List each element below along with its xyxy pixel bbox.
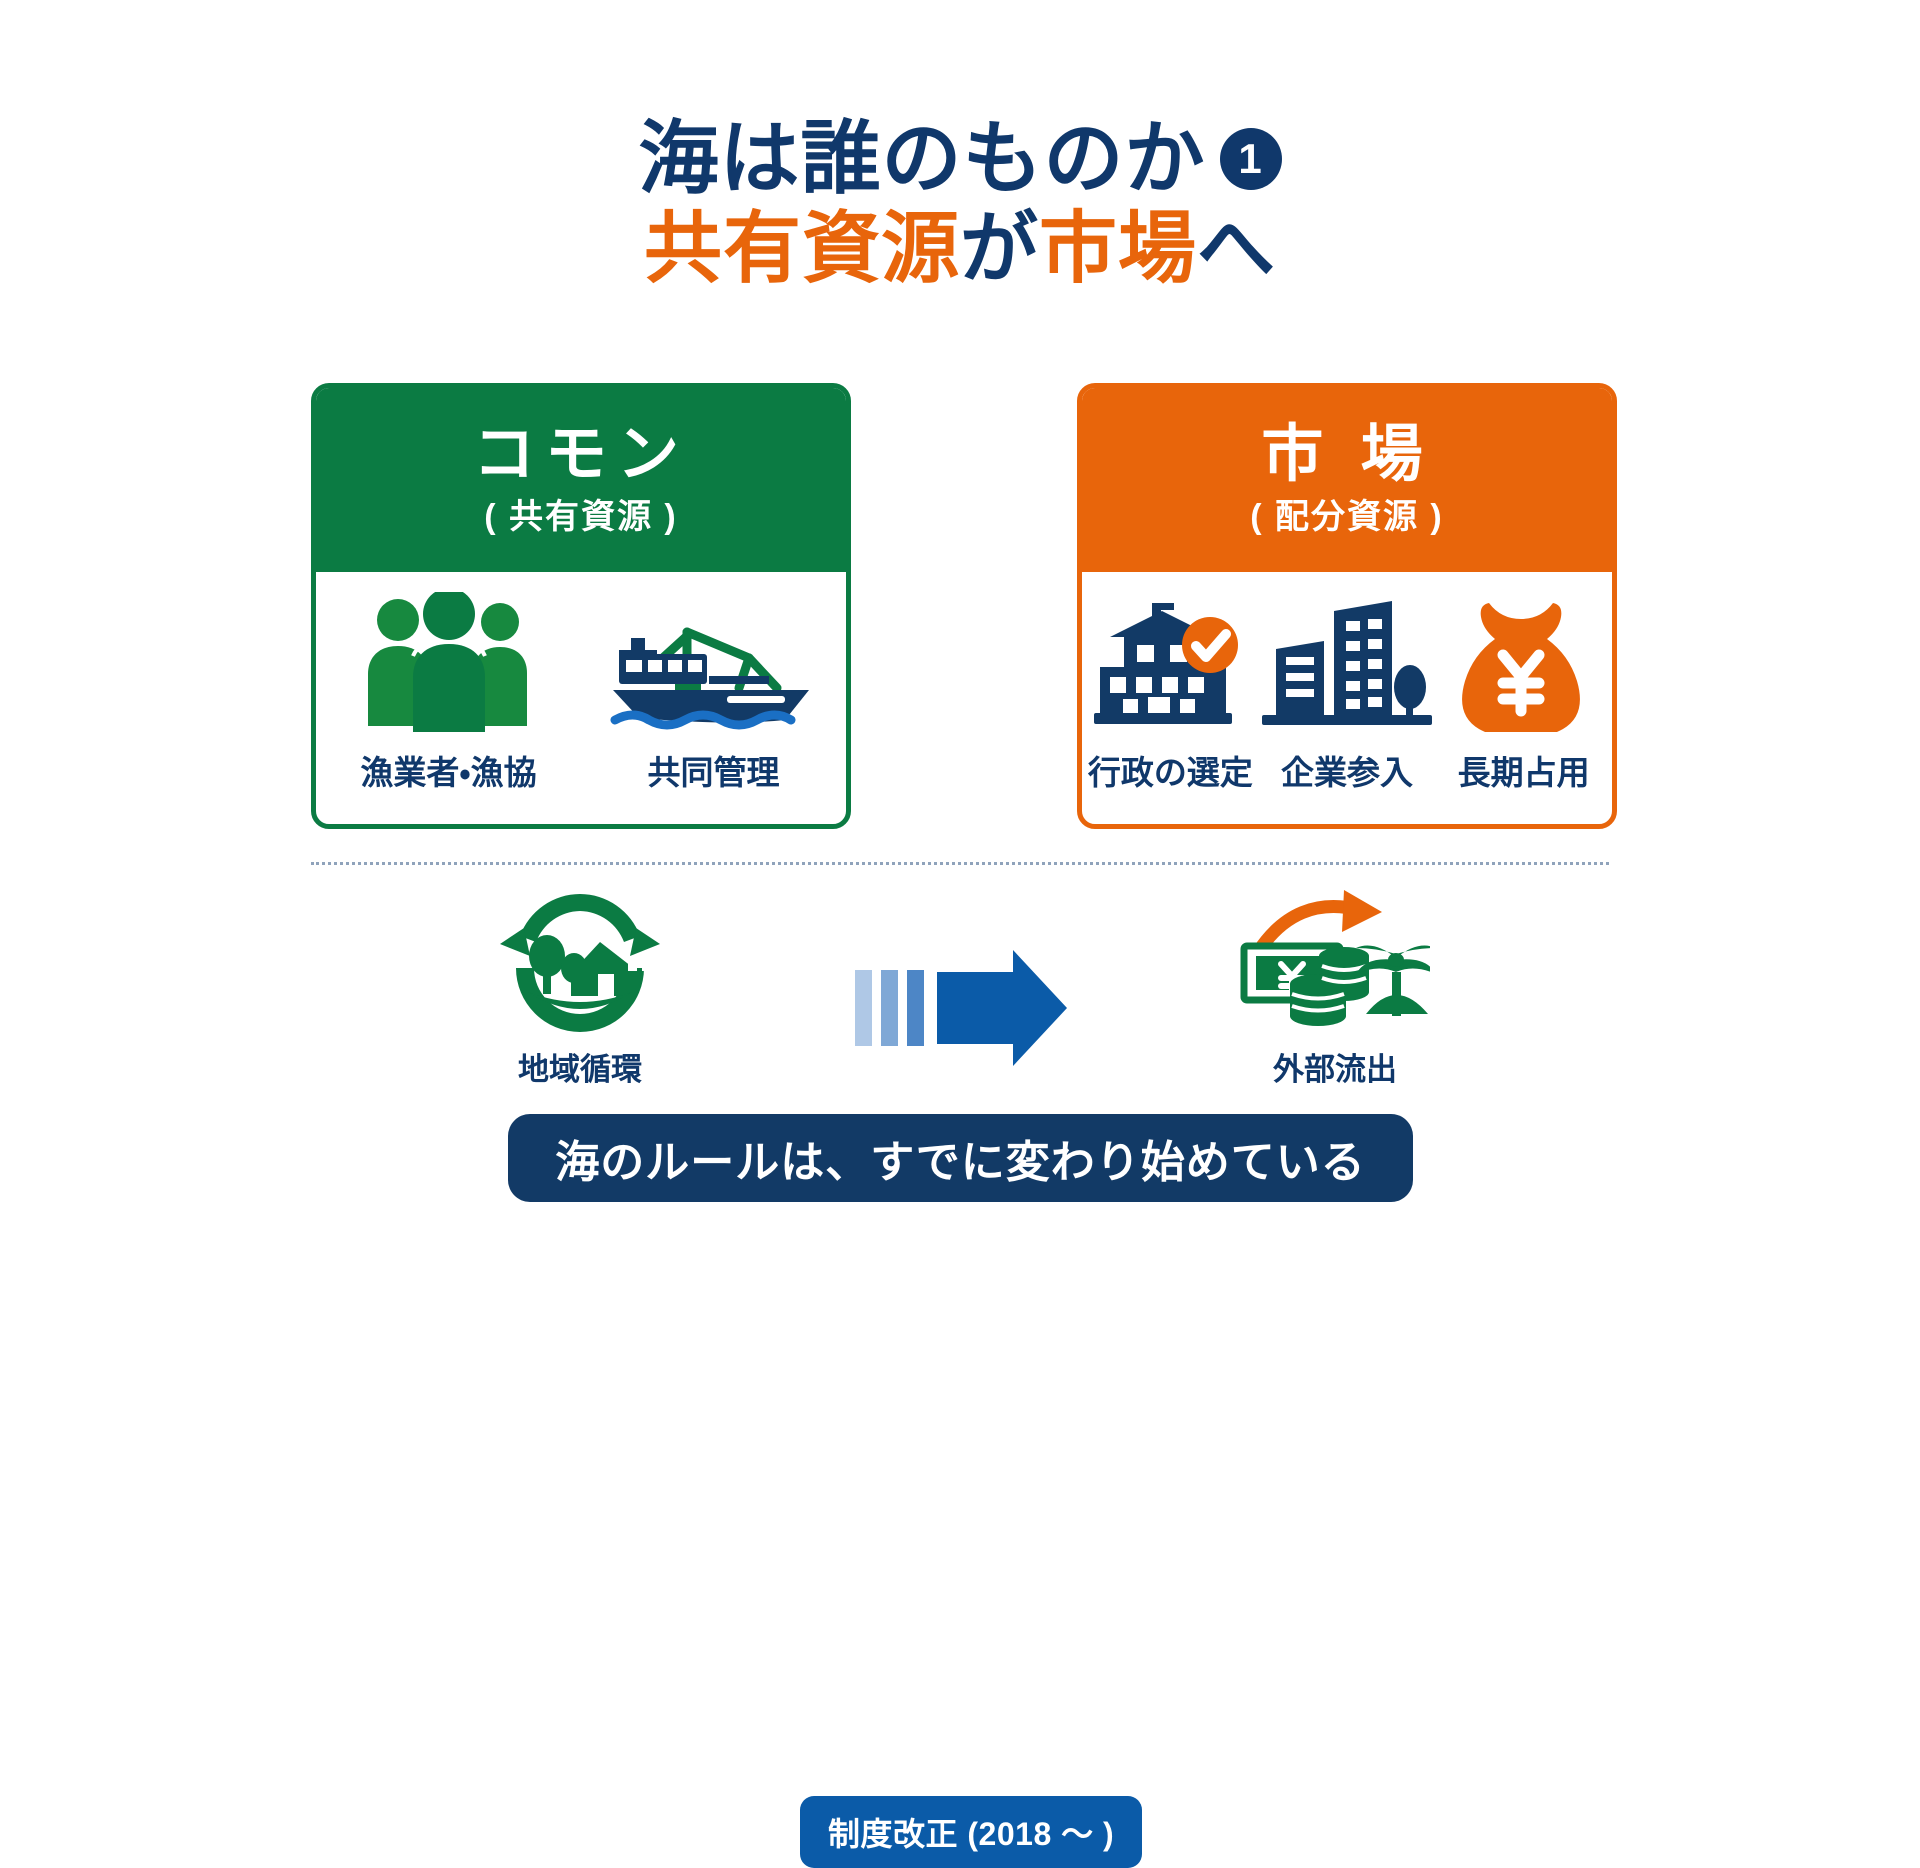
local-circulation-icon <box>500 894 660 1032</box>
panel-commons-label-0: 漁業者・漁協 <box>360 754 537 791</box>
panel-commons-subtitle: ( 共有資源 ) <box>484 498 678 537</box>
conclusion-banner: 海のルールは、すでに変わり始めている <box>508 1114 1413 1202</box>
section-divider <box>311 862 1609 865</box>
panel-market-body: 行政の選定 企業参入 長期占用 <box>1082 572 1612 824</box>
title-block: 海は誰のものか 1 共有資源が市場へ <box>0 118 1920 289</box>
subtitle-particle-ga: が <box>959 203 1039 292</box>
panel-market-label-1: 企業参入 <box>1280 754 1413 791</box>
fishing-boat-icon <box>610 627 809 730</box>
panel-market-label-2: 長期占用 <box>1457 754 1590 791</box>
policy-change-badge: 制度改正 (2018 〜 ) <box>800 1796 1143 1868</box>
icon-cell-corporate <box>1259 597 1436 732</box>
money-bag-yen-icon <box>1461 603 1580 732</box>
capital-outflow-icon <box>1240 890 1430 1026</box>
transition-arrow <box>855 948 1070 1068</box>
page-title: 海は誰のものか 1 <box>0 118 1920 200</box>
panel-commons-title: コモン <box>472 419 689 489</box>
subtitle-segment-commons: 共有資源 <box>643 203 960 292</box>
comparison-panels: コモン ( 共有資源 ) <box>0 383 1920 1066</box>
panel-market-labels: 行政の選定 企業参入 長期占用 <box>1082 746 1612 794</box>
cap-cell-corporate: 企業参入 <box>1259 746 1436 794</box>
title-number-badge: 1 <box>1219 127 1282 190</box>
outcome-local-circulation: 地域循環 <box>450 888 710 1089</box>
panel-commons-header: コモン ( 共有資源 ) <box>316 388 846 572</box>
outcome-left-icon-wrap <box>450 888 710 1038</box>
subtitle-segment-market: 市場 <box>1039 203 1198 292</box>
cap-cell-boat: 共同管理 <box>581 746 846 794</box>
panel-market-icons <box>1082 582 1612 732</box>
panel-market-subtitle: ( 配分資源 ) <box>1250 498 1444 537</box>
panel-commons: コモン ( 共有資源 ) <box>311 383 851 829</box>
panel-commons-labels: 漁業者・漁協 共同管理 <box>316 746 846 794</box>
panel-commons-label-1: 共同管理 <box>647 754 780 791</box>
panel-market-title: 市 場 <box>1261 419 1433 489</box>
cap-cell-people: 漁業者・漁協 <box>316 746 581 794</box>
corporate-buildings-icon <box>1261 601 1432 725</box>
panel-market-header: 市 場 ( 配分資源 ) <box>1082 388 1612 572</box>
people-group-icon <box>367 592 527 732</box>
outcome-right-icon-wrap <box>1205 888 1465 1038</box>
infographic-canvas: 海は誰のものか 1 共有資源が市場へ コモン ( 共有資源 ) <box>0 118 1920 1868</box>
outcome-right-label: 外部流出 <box>1273 1052 1397 1087</box>
icon-cell-moneybag <box>1435 597 1612 732</box>
outcome-row: 地域循環 制度改正 (2018 〜 ) <box>0 888 1920 1868</box>
icon-cell-government <box>1082 597 1259 732</box>
transition-arrow-icon <box>855 950 1067 1066</box>
page-title-text: 海は誰のものか <box>638 114 1206 203</box>
icon-cell-boat <box>581 592 846 732</box>
page-subtitle: 共有資源が市場へ <box>0 207 1920 290</box>
cap-cell-government: 行政の選定 <box>1082 746 1259 794</box>
outcome-left-label: 地域循環 <box>518 1052 642 1087</box>
subtitle-particle-he: へ <box>1197 203 1277 292</box>
panel-commons-icons <box>316 582 846 732</box>
cap-cell-moneybag: 長期占用 <box>1435 746 1612 794</box>
panel-market: 市 場 ( 配分資源 ) <box>1077 383 1617 829</box>
government-building-check-icon <box>1094 603 1239 724</box>
icon-cell-people <box>316 592 581 732</box>
panel-market-label-0: 行政の選定 <box>1087 754 1253 791</box>
panel-commons-body: 漁業者・漁協 共同管理 <box>316 572 846 824</box>
outcome-capital-outflow: 外部流出 <box>1205 888 1465 1089</box>
